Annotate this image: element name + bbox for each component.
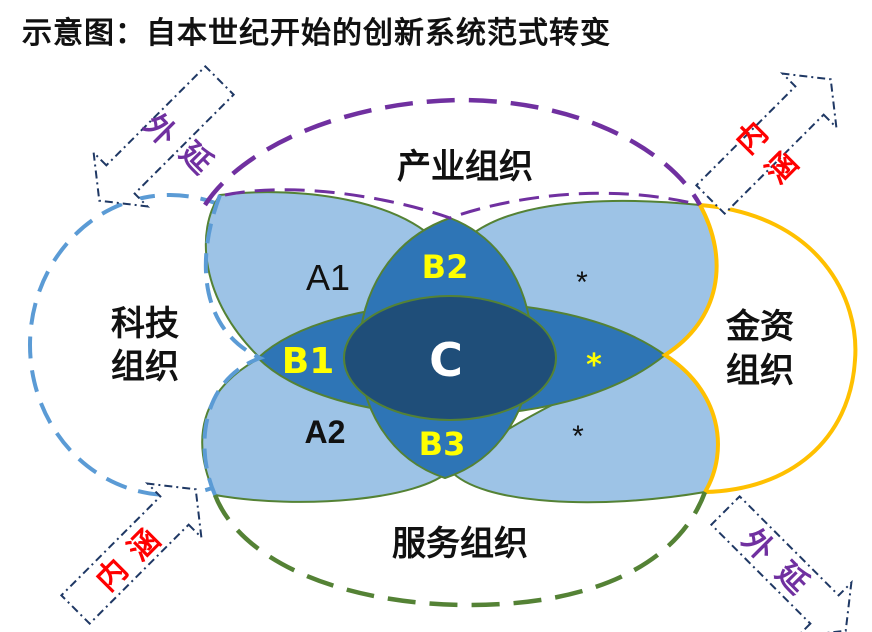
arrow-top-left: [92, 64, 236, 208]
finance-org-label-line2: 组织: [726, 351, 794, 391]
region-a1-label: A1: [306, 257, 350, 298]
region-star-top: *: [576, 266, 588, 299]
arrow-bottom-left: [59, 482, 203, 626]
region-a2-label: A2: [305, 414, 346, 450]
industry-org-label: 产业组织: [397, 147, 533, 187]
region-b2-label: B2: [422, 248, 469, 286]
industry-org-ellipse: [203, 97, 702, 207]
core-c-region: [343, 295, 557, 421]
arrow-bottom-right: [709, 494, 853, 632]
finance-org-boundary: [699, 203, 858, 494]
region-c-label: C: [429, 333, 463, 387]
arrow-top-right: [694, 72, 838, 216]
tech-org-label-line1: 科技: [111, 304, 179, 344]
tech-org-label-line2: 组织: [111, 347, 179, 387]
region-star-bottom: *: [572, 420, 584, 453]
page-title: 示意图：自本世纪开始的创新系统范式转变: [22, 16, 611, 51]
region-star-mid: *: [586, 348, 602, 383]
finance-org-label-line1: 金资: [725, 307, 794, 347]
region-b3-label: B3: [419, 425, 466, 463]
service-org-label: 服务组织: [392, 524, 528, 564]
region-b1-label: B1: [282, 341, 335, 382]
